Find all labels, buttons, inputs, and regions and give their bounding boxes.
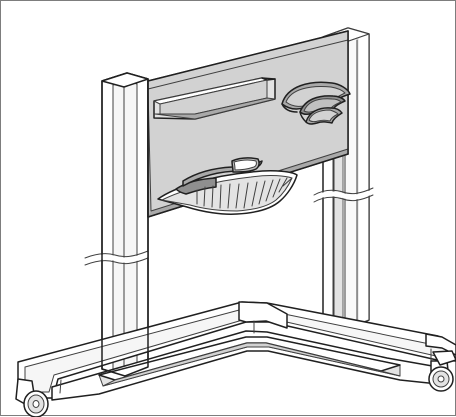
back-panel-icon (147, 30, 349, 221)
wheel-icon (15, 378, 49, 417)
wheel-icon (428, 360, 454, 392)
post-icon (101, 72, 149, 377)
holder-icon (281, 81, 351, 125)
wheel-icon (432, 350, 456, 366)
rack-icon (153, 77, 276, 120)
post-icon (101, 72, 149, 377)
break-mark (84, 187, 374, 266)
tray-icon (157, 157, 298, 215)
frame-stand-icon (17, 301, 456, 401)
